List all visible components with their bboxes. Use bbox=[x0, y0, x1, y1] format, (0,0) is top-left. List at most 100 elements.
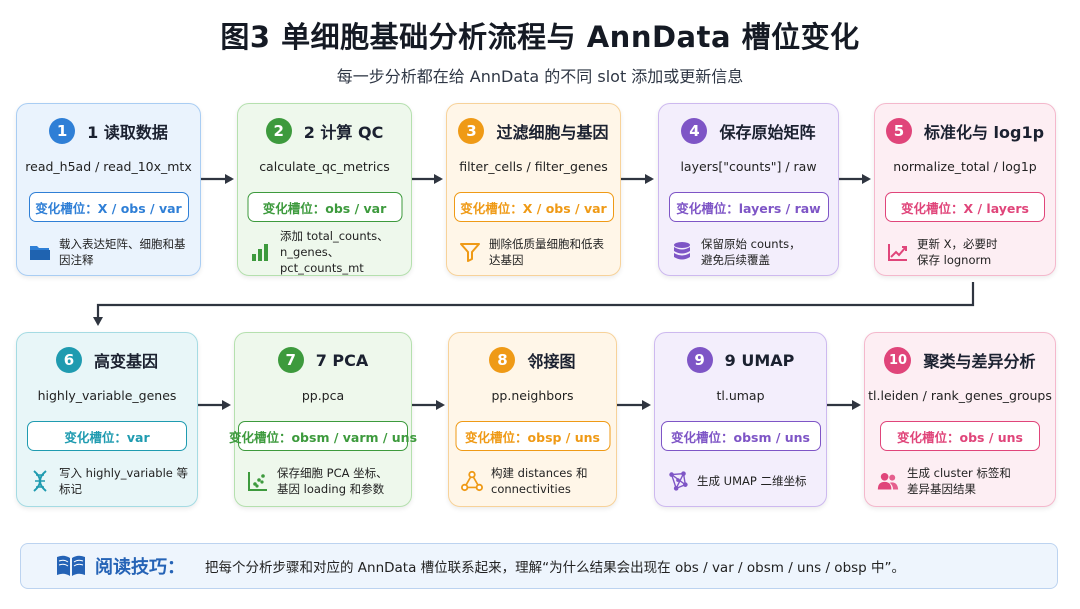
step-number-badge: 6 bbox=[55, 347, 82, 373]
step-number-badge: 9 bbox=[686, 347, 713, 373]
step-note-line: 写入 highly_variable 等标记 bbox=[59, 466, 189, 496]
step-header: 7 7 PCA bbox=[235, 345, 411, 375]
step-note: 保留原始 counts，避免后续覆盖 bbox=[671, 230, 830, 274]
tip-text: 把每个分析步骤和对应的 AnnData 槽位联系起来，理解“为什么结果会出现在 … bbox=[205, 560, 906, 576]
dna-icon bbox=[29, 470, 51, 492]
step-note-text: 生成 cluster 标签和差异基因结果 bbox=[907, 465, 1011, 497]
step-title: 标准化与 log1p bbox=[923, 123, 1045, 142]
step-title: 2 计算 QC bbox=[303, 123, 384, 142]
step-card-7: 7 7 PCA pp.pca 变化槽位：obsm / varm / uns 保存细胞 P… bbox=[229, 332, 417, 507]
step-note-line: 差异基因结果 bbox=[907, 482, 976, 496]
step-note: 载入表达矩阵、细胞和基因注释 bbox=[29, 230, 192, 274]
step-note-text: 保留原始 counts，避免后续覆盖 bbox=[701, 236, 801, 268]
step-card-10: 10 聚类与差异分析 tl.leiden / rank_genes_groups 变化… bbox=[864, 332, 1056, 507]
step-function: pp.pca bbox=[301, 388, 345, 403]
tip-label: 阅读技巧： bbox=[95, 557, 185, 578]
step-note: 构建 distances 和 connectivities bbox=[461, 459, 608, 503]
step-note-line: 生成 UMAP 二维坐标 bbox=[697, 474, 807, 488]
slot-change-badge: 变化槽位：obsp / uns bbox=[455, 421, 610, 451]
arrow-5-6 bbox=[93, 282, 975, 326]
step-number-badge: 2 bbox=[265, 118, 292, 144]
step-note-line: 删除低质量细胞和低表达基因 bbox=[489, 237, 604, 267]
step-note-line: 生成 cluster 标签和 bbox=[907, 466, 1011, 480]
step-title: 保存原始矩阵 bbox=[719, 123, 816, 142]
step-note: 写入 highly_variable 等标记 bbox=[29, 459, 189, 503]
step-function: normalize_total / log1p bbox=[893, 159, 1037, 174]
step-note-text: 添加 total_counts、 n_genes、pct_counts_mt bbox=[280, 228, 403, 276]
step-function: tl.leiden / rank_genes_groups bbox=[868, 388, 1052, 403]
step-card-9: 9 9 UMAP tl.umap 变化槽位：obsm / uns 生成 UMAP 二维坐… bbox=[654, 332, 827, 507]
step-header: 8 邻接图 bbox=[449, 345, 616, 375]
step-note-line: 基因 loading 和参数 bbox=[277, 482, 385, 496]
reading-tip-bar: 阅读技巧： 把每个分析步骤和对应的 AnnData 槽位联系起来，理解“为什么结… bbox=[20, 543, 1058, 589]
step-note-line: 避免后续覆盖 bbox=[701, 253, 770, 267]
step-number-badge: 10 bbox=[884, 346, 912, 374]
step-header: 6 高变基因 bbox=[17, 345, 197, 375]
step-note-text: 写入 highly_variable 等标记 bbox=[59, 465, 189, 497]
network-icon bbox=[667, 470, 689, 492]
step-note-text: 生成 UMAP 二维坐标 bbox=[697, 473, 806, 489]
step-number-badge: 7 bbox=[277, 347, 304, 373]
step-header: 5 标准化与 log1p bbox=[875, 116, 1055, 146]
step-card-6: 6 高变基因 highly_variable_genes 变化槽位：var 写入 hig… bbox=[16, 332, 198, 507]
step-note-line: 更新 X，必要时 bbox=[917, 237, 998, 251]
step-function: filter_cells / filter_genes bbox=[459, 159, 608, 174]
step-note-text: 构建 distances 和 connectivities bbox=[491, 465, 588, 497]
step-function: read_h5ad / read_10x_mtx bbox=[25, 159, 192, 174]
slot-change-badge: 变化槽位：layers / raw bbox=[668, 192, 829, 222]
step-note: 生成 cluster 标签和差异基因结果 bbox=[877, 459, 1047, 503]
step-header: 2 2 计算 QC bbox=[238, 116, 411, 146]
step-note-line: 构建 distances 和 bbox=[491, 466, 588, 480]
step-note: 生成 UMAP 二维坐标 bbox=[667, 459, 818, 503]
step-function: pp.neighbors bbox=[491, 388, 574, 403]
step-note-text: 载入表达矩阵、细胞和基因注释 bbox=[59, 236, 192, 268]
step-note-line: 保存 lognorm bbox=[917, 253, 992, 267]
step-note: 添加 total_counts、 n_genes、pct_counts_mt bbox=[250, 228, 403, 276]
slot-change-badge: 变化槽位：obsm / varm / uns bbox=[229, 421, 417, 451]
step-note-line: 载入表达矩阵、细胞和基因注释 bbox=[59, 237, 186, 267]
step-note-line: n_genes、pct_counts_mt bbox=[280, 245, 364, 275]
bar-chart-icon bbox=[250, 241, 272, 263]
step-note: 更新 X，必要时保存 lognorm bbox=[887, 230, 1047, 274]
step-note-line: 添加 total_counts、 bbox=[280, 229, 389, 243]
step-note-line: 保存细胞 PCA 坐标、 bbox=[277, 466, 388, 480]
step-number-badge: 5 bbox=[885, 118, 912, 144]
step-title: 1 读取数据 bbox=[87, 123, 168, 142]
step-header: 9 9 UMAP bbox=[655, 345, 826, 375]
step-title: 7 PCA bbox=[315, 350, 369, 370]
step-header: 1 1 读取数据 bbox=[17, 116, 200, 146]
step-title: 邻接图 bbox=[527, 352, 576, 371]
step-note-text: 删除低质量细胞和低表达基因 bbox=[489, 236, 612, 268]
slot-change-badge: 变化槽位：var bbox=[27, 421, 187, 451]
diagram-title: 图3 单细胞基础分析流程与 AnnData 槽位变化 bbox=[220, 20, 860, 54]
step-number-badge: 1 bbox=[49, 118, 76, 144]
step-number-badge: 3 bbox=[458, 118, 485, 144]
step-function: layers["counts"] / raw bbox=[680, 159, 817, 174]
users-icon bbox=[877, 470, 899, 492]
slot-change-badge: 变化槽位：obs / uns bbox=[880, 421, 1040, 451]
diagram-subtitle: 每一步分析都在给 AnnData 的不同 slot 添加或更新信息 bbox=[336, 67, 744, 86]
step-title: 9 UMAP bbox=[724, 350, 795, 370]
step-function: tl.umap bbox=[716, 388, 765, 403]
scatter-icon bbox=[247, 470, 269, 492]
slot-change-badge: 变化槽位：obsm / uns bbox=[660, 421, 821, 451]
filter-icon bbox=[459, 241, 481, 263]
slot-change-badge: 变化槽位：X / layers bbox=[885, 192, 1045, 222]
graph-icon bbox=[461, 470, 483, 492]
step-number-badge: 8 bbox=[489, 347, 516, 373]
step-note: 保存细胞 PCA 坐标、基因 loading 和参数 bbox=[247, 459, 403, 503]
step-note-line: connectivities bbox=[491, 482, 571, 496]
step-card-8: 8 邻接图 pp.neighbors 变化槽位：obsp / uns 构建 distan… bbox=[448, 332, 617, 507]
database-icon bbox=[671, 241, 693, 263]
step-title: 高变基因 bbox=[93, 352, 158, 371]
step-note-text: 保存细胞 PCA 坐标、基因 loading 和参数 bbox=[277, 465, 388, 497]
slot-change-badge: 变化槽位：X / obs / var bbox=[28, 192, 189, 222]
step-title: 聚类与差异分析 bbox=[923, 352, 1036, 371]
step-function: highly_variable_genes bbox=[37, 388, 177, 403]
